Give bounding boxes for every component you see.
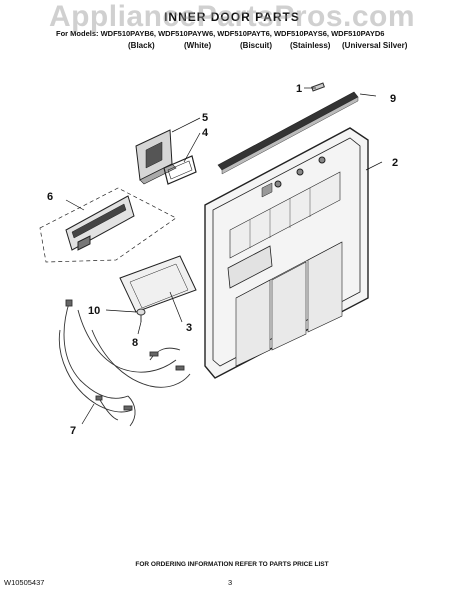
leader-lines [65,87,383,425]
door-top-rail [217,91,359,175]
callout-10: 10 [88,305,100,317]
callout-6: 6 [47,191,53,203]
wire-harness [58,299,191,427]
callout-9: 9 [390,93,396,105]
screw [311,82,325,92]
callout-5: 5 [202,112,208,124]
ordering-note: FOR ORDERING INFORMATION REFER TO PARTS … [135,561,329,568]
callout-7: 7 [70,425,76,437]
color-label-biscuit: (Biscuit) [240,41,272,50]
callout-2: 2 [392,157,398,169]
page-title: INNER DOOR PARTS [164,10,300,24]
callout-1: 1 [296,83,302,95]
page-number: 3 [228,578,233,587]
color-label-universal-silver: (Universal Silver) [342,41,408,50]
models-line: For Models: WDF510PAYB6, WDF510PAYW6, WD… [56,29,385,38]
control-panel [39,187,177,263]
control-bracket [135,129,177,185]
color-label-white: (White) [184,41,212,50]
callout-4: 4 [202,127,209,139]
insulation-plug [136,308,146,322]
document-number: W10505437 [4,578,45,587]
color-label-stainless: (Stainless) [290,41,331,50]
inner-door-panel [204,127,369,379]
color-row: (Black) (White) (Biscuit) (Stainless) (U… [0,41,464,53]
color-label-black: (Black) [128,41,155,50]
insulation-board [119,255,197,313]
gasket [163,155,197,185]
callout-3: 3 [186,322,192,334]
callout-8: 8 [132,337,138,349]
